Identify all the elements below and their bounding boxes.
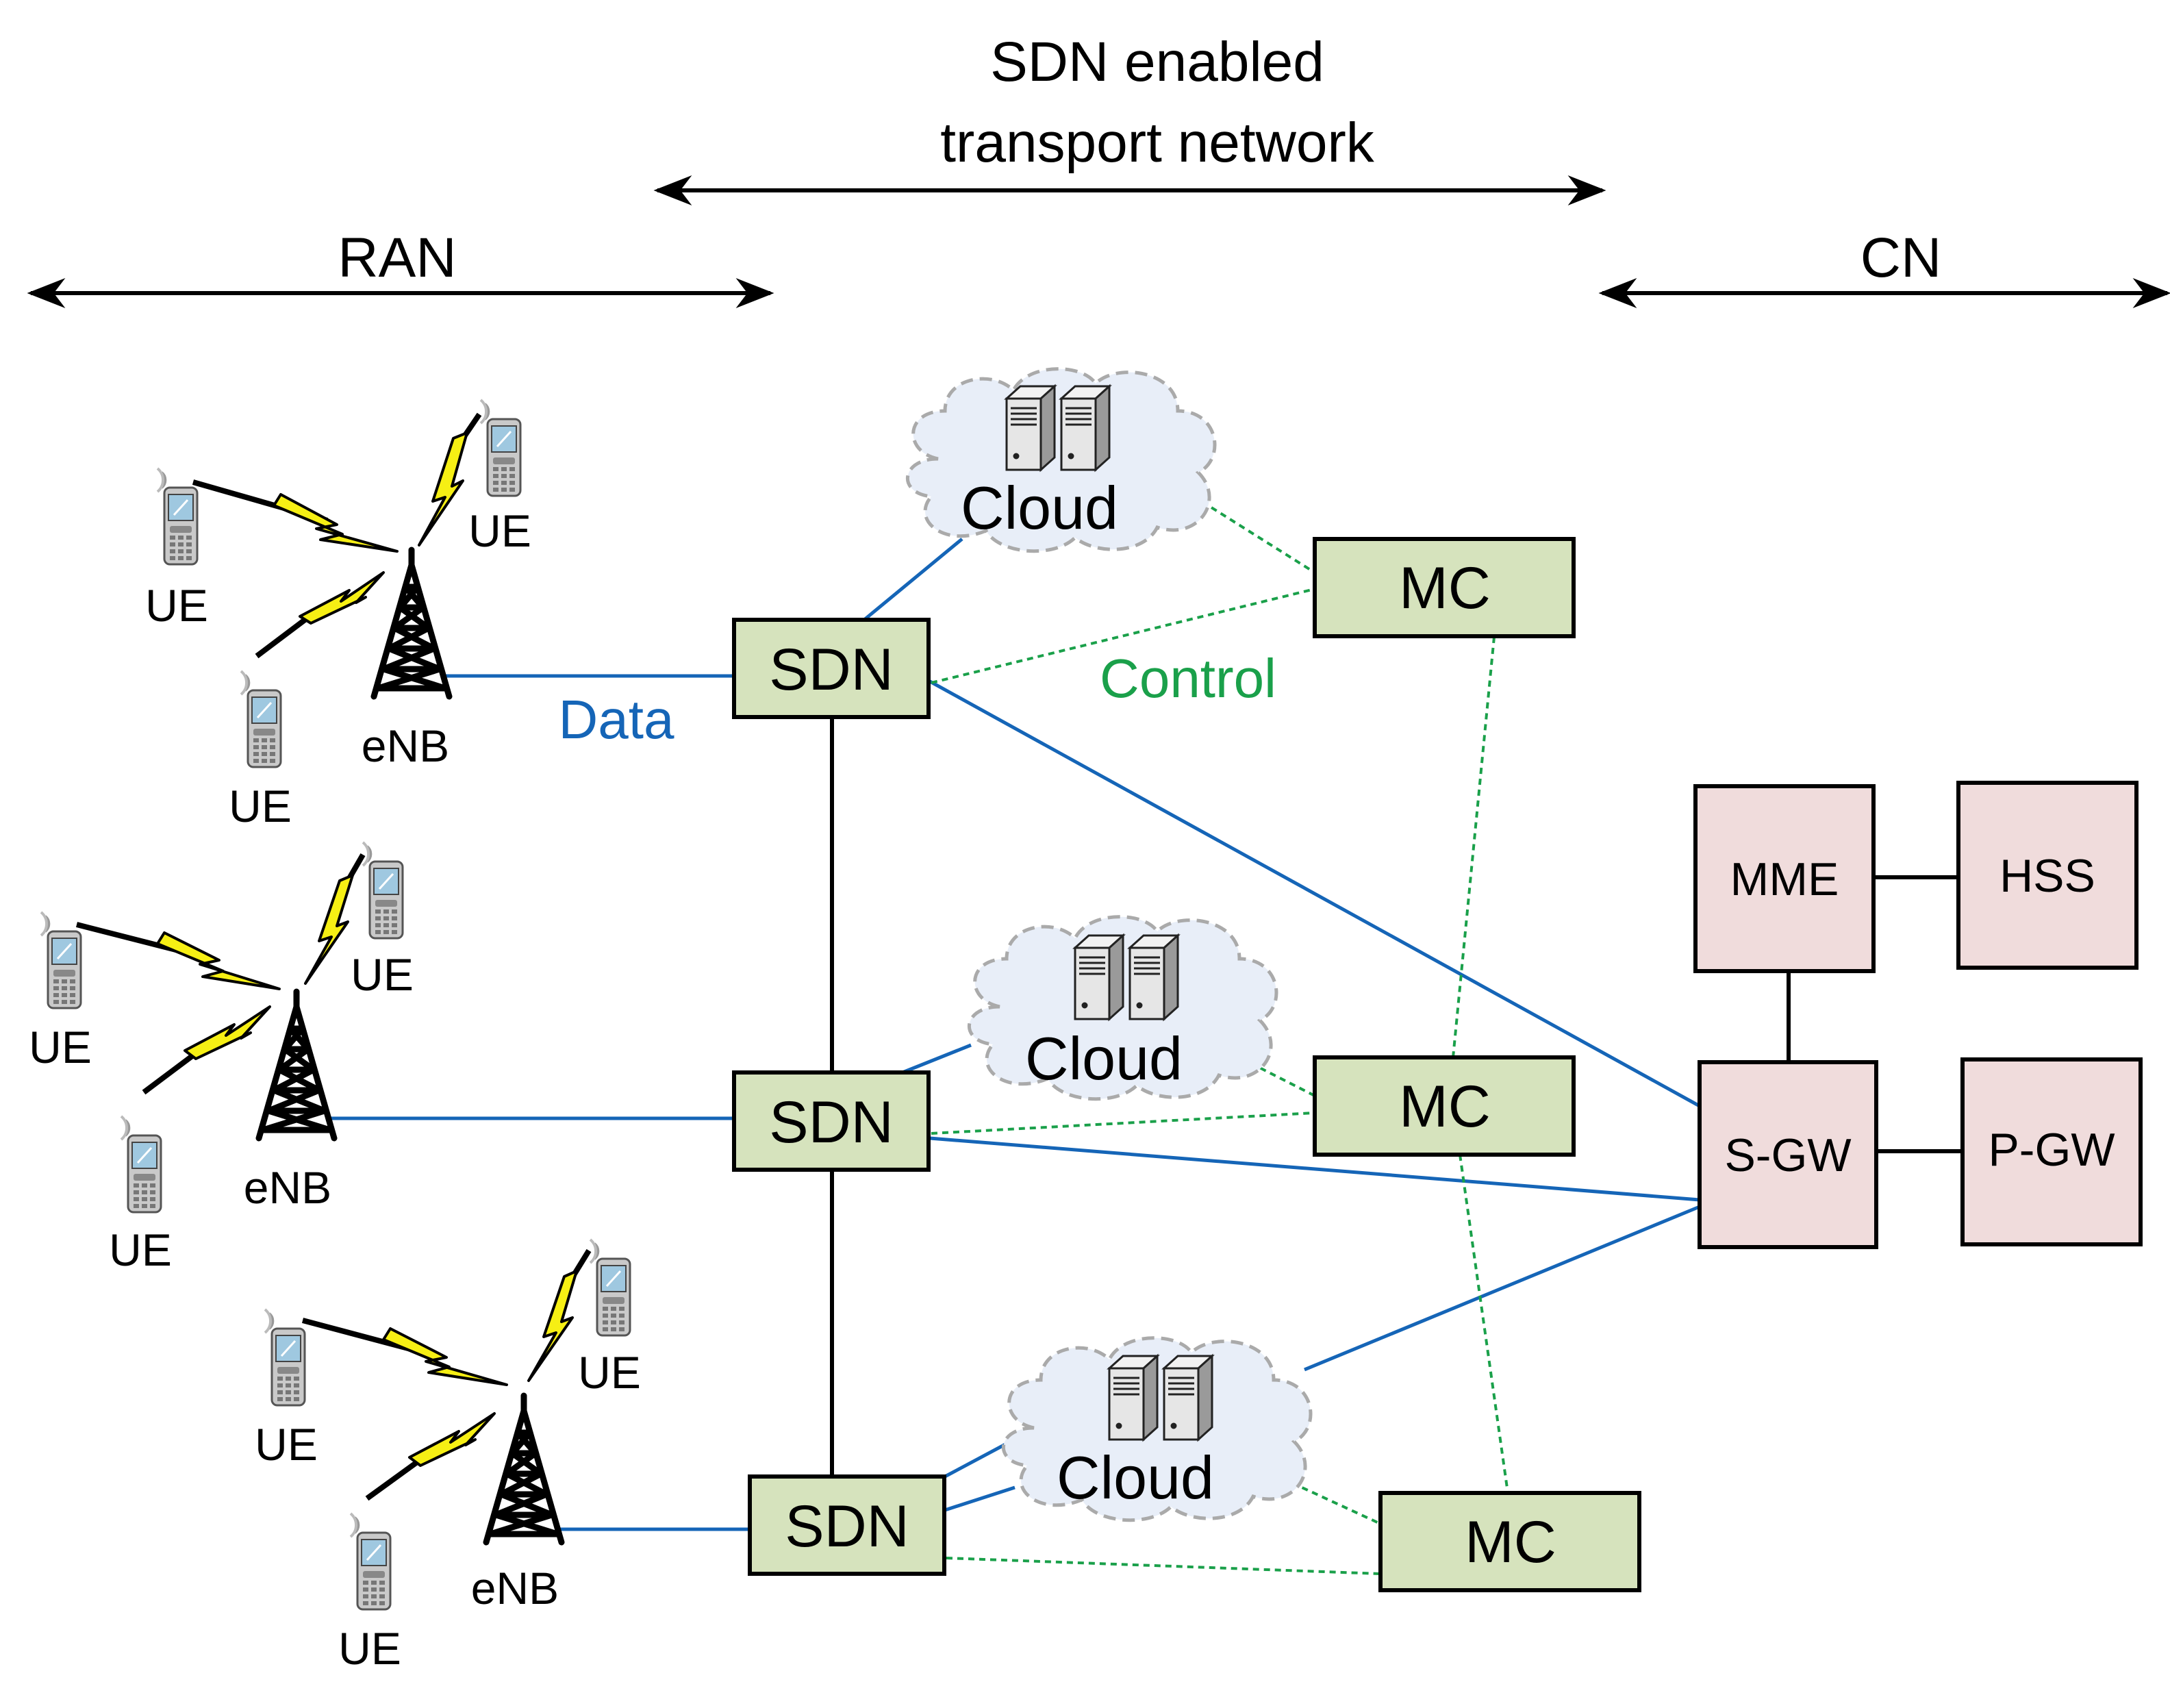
cloud-1-label: Cloud <box>961 474 1118 542</box>
wireless-link-icon <box>408 1412 496 1467</box>
ue-3-top-label: UE <box>578 1347 641 1398</box>
data-link-sdn1-sgw <box>929 679 1701 1108</box>
wireless-link-icon <box>184 1005 271 1060</box>
mobile-phone-icon <box>349 1512 392 1611</box>
cell-tower-icon <box>374 550 449 696</box>
ue-2-top-label: UE <box>351 949 414 1000</box>
hss-box[interactable] <box>1956 781 2139 970</box>
wireless-link-icon <box>156 931 281 990</box>
cloud-2-label: Cloud <box>1025 1025 1183 1092</box>
ue-2-left-label: UE <box>29 1022 92 1072</box>
hss-label: HSS <box>1999 850 2095 902</box>
sdn-node-3[interactable]: SDN <box>748 1474 946 1576</box>
pgw-node[interactable]: P-GW <box>1960 1057 2143 1246</box>
cloud-3-label: Cloud <box>1057 1444 1214 1511</box>
wireless-beam <box>365 1456 424 1501</box>
mc-node-1[interactable]: MC <box>1313 537 1576 638</box>
data-link-sdn2-cloud2 <box>902 1043 972 1075</box>
control-link-sdn2-mc2 <box>931 1112 1315 1135</box>
wireless-link-icon <box>299 571 385 625</box>
mc-node-2[interactable]: MC <box>1313 1055 1576 1157</box>
mobile-phone-icon <box>479 399 522 497</box>
data-link-sdn3-cloud3-b <box>944 1485 1015 1512</box>
ran-site-3: eNB UE UE UE <box>255 1238 641 1674</box>
ran-header: RAN <box>338 227 456 289</box>
mc-node-1-label: MC <box>1399 555 1491 621</box>
wireless-link-icon <box>382 1327 508 1386</box>
mc-node-2-label: MC <box>1399 1074 1491 1140</box>
data-link-sdn3-cloud3-a <box>944 1442 1008 1479</box>
mc-node-3[interactable]: MC <box>1378 1491 1641 1592</box>
sdn-node-1-box[interactable] <box>732 618 931 719</box>
wireless-beam <box>142 1048 201 1095</box>
sdn-node-3-box[interactable] <box>748 1474 946 1576</box>
ran-site-1: eNB UE UE UE <box>145 399 531 831</box>
control-link-sdn3-mc3 <box>946 1557 1381 1575</box>
wireless-link-icon <box>273 493 399 553</box>
data-link-label: Data <box>559 689 674 750</box>
pgw-box[interactable] <box>1960 1057 2143 1246</box>
cloud-1: Cloud <box>907 369 1215 551</box>
mc-node-3-box[interactable] <box>1378 1491 1641 1592</box>
mobile-phone-icon <box>589 1238 631 1337</box>
cell-tower-icon <box>486 1396 562 1542</box>
control-link-label: Control <box>1100 648 1276 709</box>
mobile-phone-icon <box>240 670 282 768</box>
ue-2-bottom-label: UE <box>109 1225 172 1275</box>
control-link-mc2-mc3 <box>1459 1154 1509 1494</box>
ue-1-left-label: UE <box>145 580 208 631</box>
mobile-phone-icon <box>156 467 199 566</box>
wireless-link-icon <box>418 431 468 547</box>
ue-1-bottom-label: UE <box>229 781 292 831</box>
ue-1-top-label: UE <box>468 505 531 556</box>
pgw-label: P-GW <box>1988 1124 2115 1176</box>
mobile-phone-icon <box>120 1115 162 1214</box>
hss-node[interactable]: HSS <box>1956 781 2139 970</box>
control-link-sdn1-mc1 <box>931 588 1315 684</box>
mobile-phone-icon <box>264 1308 306 1407</box>
mme-node[interactable]: MME <box>1693 784 1876 973</box>
cn-header: CN <box>1860 227 1941 289</box>
sgw-box[interactable] <box>1698 1060 1878 1249</box>
enb-1-label: eNB <box>362 720 449 771</box>
sdn-node-1[interactable]: SDN <box>732 618 931 719</box>
data-link-sdn2-sgw <box>929 1136 1700 1202</box>
sdn-node-2[interactable]: SDN <box>732 1070 931 1172</box>
mme-label: MME <box>1730 853 1839 905</box>
mc-node-1-box[interactable] <box>1313 537 1576 638</box>
ran-site-2: eNB UE UE UE <box>29 841 414 1275</box>
control-link-mc1-mc2 <box>1452 636 1496 1058</box>
cloud-3: Cloud <box>1003 1338 1311 1520</box>
control-link-cloud3-mc3 <box>1272 1472 1381 1525</box>
sdn-node-1-label: SDN <box>769 637 894 703</box>
sdn-node-3-label: SDN <box>785 1494 909 1559</box>
mobile-phone-icon <box>40 911 82 1009</box>
wireless-link-icon <box>304 874 354 985</box>
transport-header-line1: SDN enabled <box>990 31 1324 93</box>
ue-3-bottom-label: UE <box>338 1623 401 1674</box>
data-link-sdn1-cloud1 <box>863 538 963 621</box>
cell-tower-icon <box>259 992 334 1138</box>
enb-3-label: eNB <box>471 1563 559 1613</box>
sgw-label: S-GW <box>1724 1129 1851 1181</box>
sdn-node-2-label: SDN <box>769 1090 894 1155</box>
core-links <box>1787 875 1963 1153</box>
data-links <box>330 538 1701 1531</box>
sgw-node[interactable]: S-GW <box>1698 1060 1878 1249</box>
wireless-link-icon <box>527 1270 578 1382</box>
sdn-node-2-box[interactable] <box>732 1070 931 1172</box>
data-link-cloud3-sgw <box>1304 1205 1700 1372</box>
cloud-2: Cloud <box>969 917 1276 1099</box>
control-link-cloud1-mc1 <box>1191 494 1316 574</box>
mobile-phone-icon <box>362 841 404 940</box>
ue-3-left-label: UE <box>255 1419 318 1470</box>
mc-node-3-label: MC <box>1465 1509 1556 1575</box>
mc-node-2-box[interactable] <box>1313 1055 1576 1157</box>
transport-header-line2: transport network <box>940 112 1374 174</box>
enb-2-label: eNB <box>244 1162 331 1213</box>
mme-box[interactable] <box>1693 784 1876 973</box>
wireless-beam <box>255 614 312 659</box>
